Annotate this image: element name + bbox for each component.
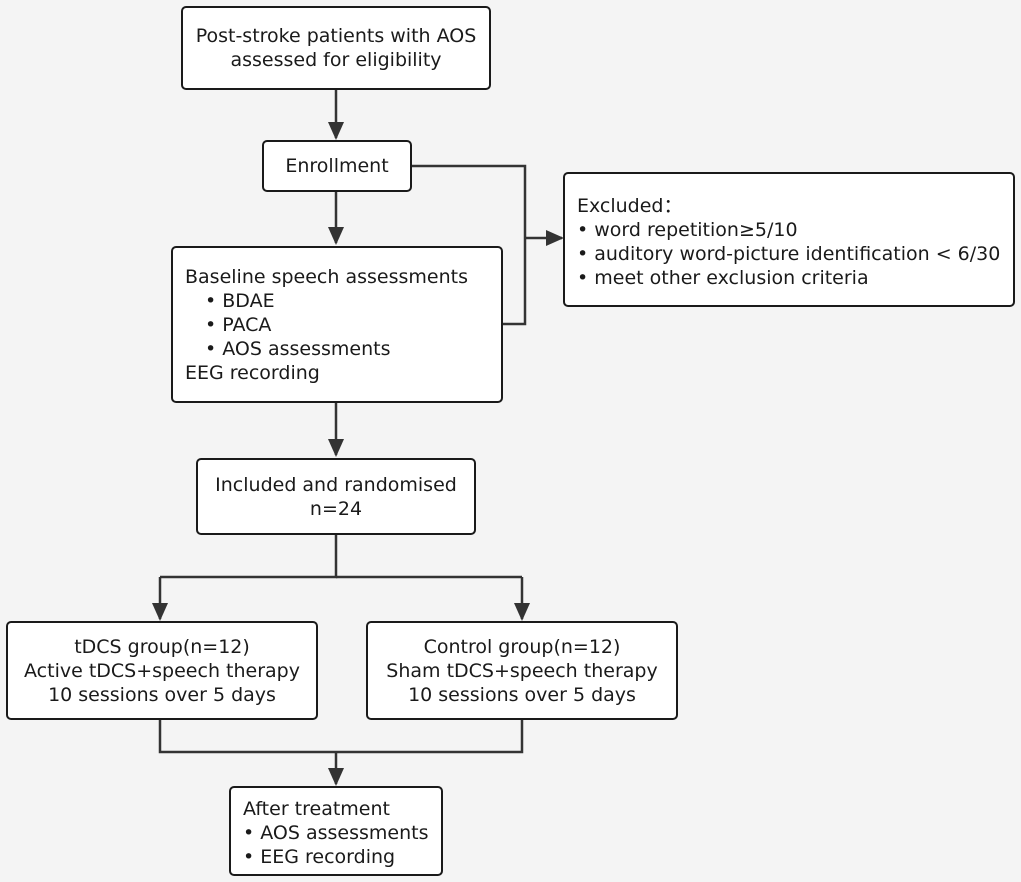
baseline-item-bdae: BDAE bbox=[185, 289, 501, 313]
randomised-box: Included and randomised n=24 bbox=[196, 458, 476, 535]
control-group-line-3: 10 sessions over 5 days bbox=[408, 683, 636, 706]
after-treatment-title: After treatment bbox=[243, 798, 390, 820]
baseline-footer: EEG recording bbox=[185, 362, 320, 384]
screening-line-1: Post-stroke patients with AOS bbox=[195, 25, 477, 47]
enrollment-label: Enrollment bbox=[285, 155, 389, 177]
enrollment-box: Enrollment bbox=[262, 140, 412, 192]
after-treatment-box: After treatment AOS assessments EEG reco… bbox=[229, 786, 443, 876]
excluded-title: Excluded： bbox=[577, 195, 683, 217]
control-group-line-1: Control group(n=12) bbox=[423, 635, 621, 658]
line-enrollment-to-exclusion bbox=[412, 164, 527, 326]
line-groups-merge bbox=[158, 720, 524, 754]
after-treatment-item-1: AOS assessments bbox=[243, 821, 441, 845]
tdcs-group-line-2: Active tDCS+speech therapy bbox=[24, 659, 300, 682]
randomised-line-2: n=24 bbox=[309, 497, 363, 520]
after-treatment-item-2: EEG recording bbox=[243, 845, 441, 869]
baseline-item-paca: PACA bbox=[185, 313, 501, 337]
tdcs-group-line-3: 10 sessions over 5 days bbox=[48, 683, 276, 706]
randomised-line-1: Included and randomised bbox=[215, 473, 457, 496]
screening-box: Post-stroke patients with AOS assessed f… bbox=[181, 6, 491, 90]
excluded-item-1: word repetition≥5/10 bbox=[577, 218, 1013, 242]
excluded-box: Excluded： word repetition≥5/10 auditory … bbox=[563, 172, 1015, 307]
baseline-item-aos: AOS assessments bbox=[185, 337, 501, 361]
baseline-box: Baseline speech assessments BDAE PACA AO… bbox=[171, 246, 503, 403]
line-randomised-split bbox=[160, 535, 338, 579]
excluded-item-3: meet other exclusion criteria bbox=[577, 266, 1013, 290]
tdcs-group-line-1: tDCS group(n=12) bbox=[74, 635, 250, 658]
control-group-line-2: Sham tDCS+speech therapy bbox=[386, 659, 658, 682]
tdcs-group-box: tDCS group(n=12) Active tDCS+speech ther… bbox=[6, 621, 318, 720]
control-group-box: Control group(n=12) Sham tDCS+speech the… bbox=[366, 621, 678, 720]
baseline-title: Baseline speech assessments bbox=[185, 266, 468, 288]
screening-line-2: assessed for eligibility bbox=[230, 49, 442, 71]
excluded-item-2: auditory word-picture identification < 6… bbox=[577, 242, 1013, 266]
